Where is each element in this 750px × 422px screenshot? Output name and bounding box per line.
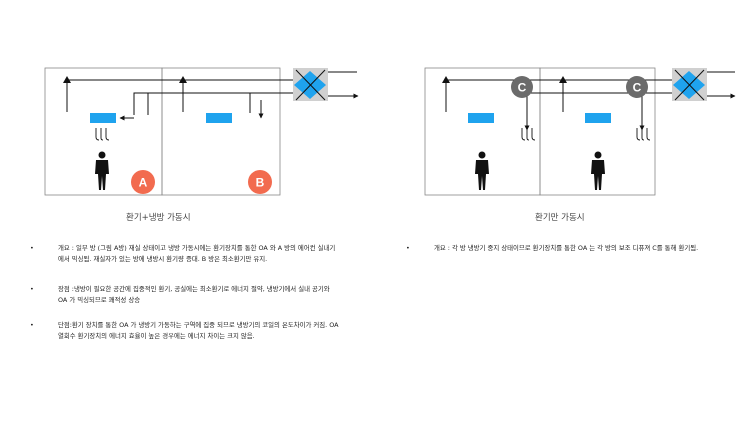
right-bullet-1: •개요 : 각 방 냉방기 중지 상태이므로 환기장치를 통한 OA 는 각 방… — [406, 244, 699, 252]
left-caption: 환기+냉방 가동시 — [126, 213, 191, 223]
badge-c1-label: C — [518, 81, 527, 95]
exhaust-duct-right — [445, 79, 563, 112]
left-bullet-3: •단점:환기 장치를 통한 OA 가 냉방기 가동하는 구역에 집중 되므로 냉… — [30, 321, 339, 340]
left-bullet-2: •장점 :냉방이 필요한 공간에 집중적인 환기, 공실에는 최소환기로 에너지… — [30, 285, 330, 304]
room-b-wall — [161, 67, 281, 196]
indoor-unit-c2 — [585, 113, 611, 123]
supply-duct-right — [526, 92, 690, 130]
badge-c1 — [511, 76, 533, 98]
airflow-icon-c1 — [521, 128, 536, 141]
right-caption: 환기만 가동시 — [535, 213, 585, 223]
indoor-unit-b — [206, 113, 232, 123]
left-panel-diagram — [44, 67, 359, 196]
person-icon — [95, 151, 109, 190]
indoor-unit-a — [90, 113, 116, 123]
airflow-icon-a — [95, 128, 110, 141]
badge-c2 — [626, 76, 648, 98]
badge-b — [248, 170, 272, 194]
badge-b-label: B — [256, 176, 265, 190]
airflow-icon-c2 — [636, 128, 651, 141]
badge-a-label: A — [139, 176, 148, 190]
right-panel-diagram — [424, 67, 736, 196]
left-bullet-1: •개요 : 일부 방 (그림 A방) 재실 상태이고 냉방 가동시에는 환기장치… — [30, 244, 336, 263]
exhaust-arrow-b — [179, 76, 187, 83]
left-bullet-1-text: 개요 : 일부 방 (그림 A방) 재실 상태이고 냉방 가동시에는 환기장치를… — [58, 244, 336, 263]
indoor-unit-c1 — [468, 113, 494, 123]
badge-a — [131, 170, 155, 194]
exhaust-arrow-a — [63, 76, 71, 83]
exhaust-duct — [66, 79, 183, 112]
left-bullet-2-text: 장점 :냉방이 필요한 공간에 집중적인 환기, 공실에는 최소환기로 에너지 … — [58, 285, 330, 304]
person-icon-c1 — [475, 151, 489, 190]
badge-c2-label: C — [633, 81, 642, 95]
room-c2-wall — [539, 67, 656, 196]
left-bullet-3-text: 단점:환기 장치를 통한 OA 가 냉방기 가동하는 구역에 집중 되므로 냉방… — [58, 321, 339, 340]
supply-duct — [133, 92, 312, 115]
right-bullet-1-text: 개요 : 각 방 냉방기 중지 상태이므로 환기장치를 통한 OA 는 각 방의… — [434, 244, 699, 252]
person-icon-c2 — [591, 151, 605, 190]
